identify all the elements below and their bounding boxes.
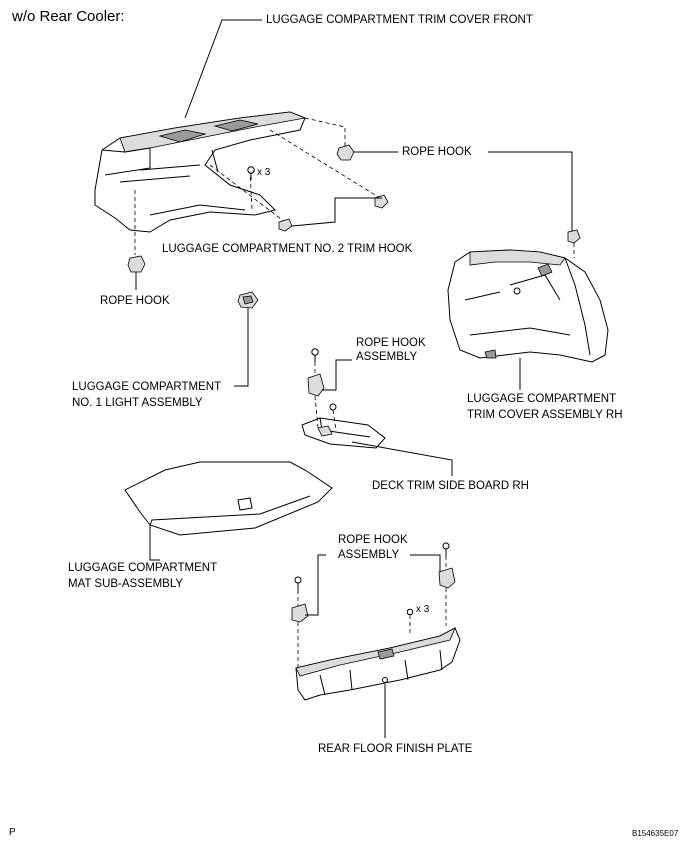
label-trim-cover-front: LUGGAGE COMPARTMENT TRIM COVER FRONT (266, 14, 533, 26)
label-no2-trim-hook: LUGGAGE COMPARTMENT NO. 2 TRIM HOOK (162, 243, 413, 255)
rope-hook-top-part (336, 144, 355, 161)
light-assembly-part (237, 291, 259, 309)
label-rope-hook-top: ROPE HOOK (402, 146, 472, 158)
label-trim-cover-rh-1: LUGGAGE COMPARTMENT (467, 393, 617, 405)
label-rope-hook-assembly-low-2: ASSEMBLY (338, 549, 400, 561)
label-rope-hook-left: ROPE HOOK (100, 295, 170, 307)
label-rope-hook-assembly-low-1: ROPE HOOK (338, 534, 408, 546)
label-mat-1: LUGGAGE COMPARTMENT (68, 562, 218, 574)
trim-hook-right (374, 194, 389, 209)
clip-x3-top (247, 166, 255, 180)
deck-trim-side-board-part (301, 417, 386, 449)
label-rear-floor: REAR FLOOR FINISH PLATE (318, 743, 473, 755)
label-trim-cover-rh-2: TRIM COVER ASSEMBLY RH (467, 409, 623, 421)
trim-hook-left (278, 218, 293, 232)
diagram-title: w/o Rear Cooler: (12, 8, 125, 25)
trim-cover-rh-part (447, 249, 609, 363)
label-deck-trim: DECK TRIM SIDE BOARD RH (372, 480, 529, 492)
rope-hook-assembly-mid-part (307, 348, 337, 411)
rope-hook-assembly-low-part (291, 542, 456, 623)
label-x3-low: x 3 (416, 604, 430, 615)
label-x3-top: x 3 (257, 167, 271, 178)
label-light-assembly-2: NO. 1 LIGHT ASSEMBLY (72, 397, 203, 409)
rear-floor-finish-plate-part (295, 627, 461, 701)
figure-code: B154635E07 (632, 829, 679, 838)
trim-cover-front-part (94, 111, 307, 233)
label-rope-hook-assembly-mid-2: ASSEMBLY (356, 351, 418, 363)
rope-hook-left-part (127, 255, 146, 273)
label-mat-2: MAT SUB-ASSEMBLY (68, 578, 184, 590)
footer-mark: P (9, 827, 16, 838)
label-rope-hook-assembly-mid-1: ROPE HOOK (356, 337, 426, 349)
label-light-assembly-1: LUGGAGE COMPARTMENT (72, 381, 222, 393)
luggage-mat-part (124, 461, 333, 536)
